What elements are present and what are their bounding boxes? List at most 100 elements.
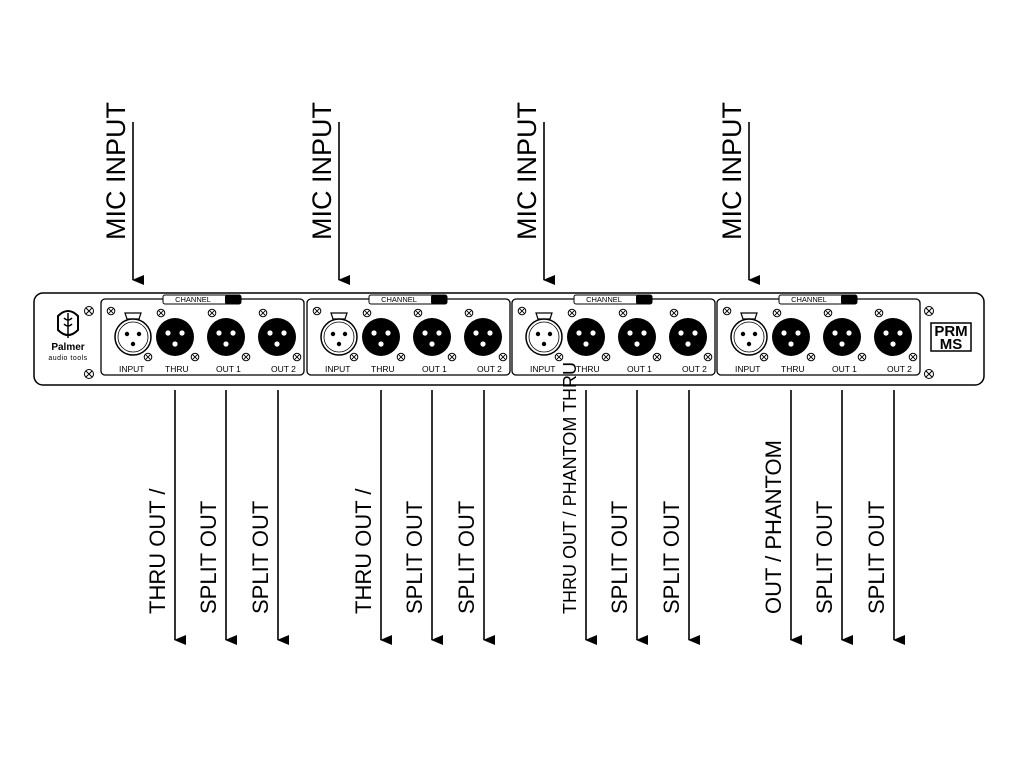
jack-screw-icon (241, 352, 251, 362)
jack-screw-icon (143, 352, 153, 362)
jack-screw-icon (722, 306, 732, 316)
jack-label-1: INPUT (735, 364, 761, 374)
jack-label-3: OUT 1 (216, 364, 241, 374)
channel-number-block (841, 295, 857, 304)
brand-tagline: audio tools (48, 355, 87, 362)
jack-screw-icon (156, 308, 166, 318)
palmer-logo: Palmer audio tools (48, 310, 87, 362)
jack-label-1: INPUT (119, 364, 145, 374)
jack-screw-icon (669, 308, 679, 318)
jack-screw-icon (362, 308, 372, 318)
brand-name: Palmer (51, 342, 84, 353)
jack-label-2: THRU (781, 364, 805, 374)
xlr-output-jack-1 (567, 318, 605, 356)
rack-screw-left-top (84, 306, 94, 316)
jack-screw-icon (908, 352, 918, 362)
output-label-3: SPLIT OUT (659, 501, 684, 614)
xlr-input-jack (114, 312, 152, 356)
xlr-output-jack-2 (823, 318, 861, 356)
output-label-2: SPLIT OUT (812, 501, 837, 614)
jack-label-1: INPUT (530, 364, 556, 374)
mic-input-label: MIC INPUT (307, 102, 337, 240)
jack-screw-icon (772, 308, 782, 318)
jack-screw-icon (652, 352, 662, 362)
xlr-output-jack-3 (874, 318, 912, 356)
output-label-1: THRU OUT / PHANTOM THRU (560, 362, 580, 614)
jack-label-2: THRU (165, 364, 189, 374)
jack-screw-icon (106, 306, 116, 316)
jack-screw-icon (601, 352, 611, 362)
channel-tag: CHANNEL (791, 295, 827, 304)
palmer-logo-icon (57, 310, 79, 336)
xlr-output-jack-2 (413, 318, 451, 356)
jack-screw-icon (517, 306, 527, 316)
output-label-1: OUT / PHANTOM (761, 440, 786, 614)
mic-input-label: MIC INPUT (512, 102, 542, 240)
xlr-output-jack-3 (669, 318, 707, 356)
output-label-2: SPLIT OUT (402, 501, 427, 614)
jack-screw-icon (618, 308, 628, 318)
jack-screw-icon (874, 308, 884, 318)
rack-screw-right-top (924, 306, 934, 316)
rack-screw-left-bottom (84, 369, 94, 379)
jack-label-4: OUT 2 (477, 364, 502, 374)
jack-screw-icon (498, 352, 508, 362)
jack-screw-icon (413, 308, 423, 318)
output-label-1: THRU OUT / (145, 488, 170, 614)
jack-screw-icon (447, 352, 457, 362)
jack-label-2: THRU (371, 364, 395, 374)
output-label-2: SPLIT OUT (196, 501, 221, 614)
xlr-output-jack-1 (362, 318, 400, 356)
jack-screw-icon (567, 308, 577, 318)
rack-screw-right-bottom (924, 369, 934, 379)
xlr-input-jack (730, 312, 768, 356)
jack-label-3: OUT 1 (832, 364, 857, 374)
jack-screw-icon (554, 352, 564, 362)
channel-tag: CHANNEL (175, 295, 211, 304)
output-label-3: SPLIT OUT (864, 501, 889, 614)
jack-label-1: INPUT (325, 364, 351, 374)
jack-label-4: OUT 2 (271, 364, 296, 374)
channel-tag: CHANNEL (586, 295, 622, 304)
channel-2: CHANNEL INPUT THRU OUT 1 OUT 2 (306, 122, 511, 645)
channel-1: CHANNEL INPUT THRU OUT 1 OUT 2 (100, 122, 305, 645)
xlr-input-jack (320, 312, 358, 356)
xlr-output-jack-1 (156, 318, 194, 356)
xlr-output-jack-2 (618, 318, 656, 356)
jack-screw-icon (258, 308, 268, 318)
output-label-3: SPLIT OUT (248, 501, 273, 614)
xlr-output-jack-3 (258, 318, 296, 356)
jack-screw-icon (759, 352, 769, 362)
jack-screw-icon (312, 306, 322, 316)
model-line-2: MS (940, 336, 963, 353)
xlr-output-jack-1 (772, 318, 810, 356)
channel-number-block (636, 295, 652, 304)
output-label-3: SPLIT OUT (454, 501, 479, 614)
jack-screw-icon (857, 352, 867, 362)
channel-number-block (225, 295, 241, 304)
jack-screw-icon (349, 352, 359, 362)
output-label-2: SPLIT OUT (607, 501, 632, 614)
xlr-input-jack (525, 312, 563, 356)
xlr-output-jack-2 (207, 318, 245, 356)
jack-label-4: OUT 2 (887, 364, 912, 374)
jack-screw-icon (292, 352, 302, 362)
jack-screw-icon (396, 352, 406, 362)
model-badge: PRM MS (930, 322, 972, 353)
jack-screw-icon (703, 352, 713, 362)
jack-label-3: OUT 1 (627, 364, 652, 374)
channel-3: CHANNEL INPUT THRU OUT 1 OUT 2 (511, 122, 716, 645)
model-line-1: PRM (934, 323, 967, 340)
channel-tag: CHANNEL (381, 295, 417, 304)
mic-input-label: MIC INPUT (101, 102, 131, 240)
output-label-1: THRU OUT / (351, 488, 376, 614)
jack-label-2: THRU (576, 364, 600, 374)
jack-label-3: OUT 1 (422, 364, 447, 374)
xlr-output-jack-3 (464, 318, 502, 356)
jack-screw-icon (464, 308, 474, 318)
channel-4: CHANNEL INPUT THRU OUT 1 OUT 2 (716, 122, 921, 645)
channel-number-block (431, 295, 447, 304)
jack-label-4: OUT 2 (682, 364, 707, 374)
jack-screw-icon (823, 308, 833, 318)
